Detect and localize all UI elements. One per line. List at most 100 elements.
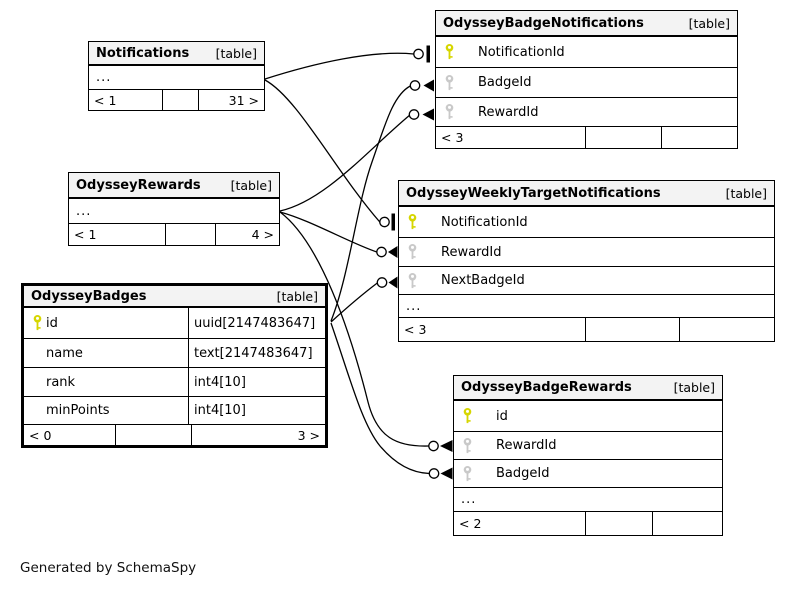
primary-key-icon	[444, 44, 455, 61]
table-type-tag: [table]	[230, 177, 272, 193]
table-title: OdysseyBadges	[31, 288, 147, 304]
parents-count: < 3	[404, 322, 427, 337]
table-title: Notifications	[96, 45, 190, 61]
table-title: OdysseyBadgeNotifications	[443, 15, 644, 31]
parents-count: < 3	[441, 130, 464, 145]
parents-count: < 1	[74, 227, 97, 242]
hidden-columns-ellipsis: ...	[399, 294, 774, 317]
column-type-cell: text[2147483647]	[188, 339, 325, 367]
column-row: id	[454, 401, 722, 431]
relationship-odysseybadges-odysseyweeklytargetnotifications	[330, 276, 398, 323]
table-type-tag: [table]	[725, 185, 767, 201]
column-name: BadgeId	[496, 466, 550, 481]
column-type: uuid[2147483647]	[194, 315, 316, 331]
table-title: OdysseyBadgeRewards	[461, 380, 632, 395]
table-header[interactable]: Notifications [table]	[89, 42, 264, 66]
primary-key-icon	[32, 315, 43, 332]
table-type-tag: [table]	[688, 15, 730, 31]
column-row: NotificationId	[399, 207, 774, 237]
column-name: NotificationId	[478, 44, 565, 60]
column-name: NextBadgeId	[441, 273, 525, 288]
hidden-columns-ellipsis: ...	[96, 70, 112, 85]
column-type: int4[10]	[194, 403, 246, 418]
table-footer: < 3	[399, 317, 774, 341]
footer-middle-cell	[584, 512, 653, 535]
column-row: BadgeId	[436, 67, 737, 97]
table-type-tag: [table]	[276, 288, 318, 304]
hidden-columns-ellipsis: ...	[76, 203, 92, 219]
table-notifications[interactable]: Notifications [table] ... < 1 31 >	[88, 41, 265, 111]
table-odysseyrewards[interactable]: OdysseyRewards [table] ... < 1 4 >	[68, 172, 280, 246]
table-odysseybadgenotifications[interactable]: OdysseyBadgeNotifications [table] Notifi…	[435, 10, 738, 149]
table-type-tag: [table]	[215, 45, 257, 61]
column-type-cell: int4[10]	[188, 397, 325, 424]
foreign-key-icon	[462, 465, 473, 482]
column-row: name text[2147483647]	[24, 338, 325, 367]
foreign-key-icon	[444, 104, 455, 121]
children-count	[652, 512, 722, 535]
foreign-key-icon	[407, 244, 418, 261]
column-row: minPoints int4[10]	[24, 396, 325, 424]
table-title: OdysseyRewards	[76, 177, 201, 193]
relationship-notifications-odysseyweeklytargetnotifications	[264, 79, 395, 231]
column-row: RewardId	[454, 431, 722, 459]
column-row: BadgeId	[454, 459, 722, 487]
footer-middle-cell	[584, 318, 680, 341]
column-row: NextBadgeId	[399, 266, 774, 294]
children-count: 4 >	[214, 224, 279, 245]
parents-count: < 2	[459, 516, 482, 531]
relationship-notifications-odysseybadgenotifications	[264, 45, 430, 80]
column-name: BadgeId	[478, 75, 532, 90]
table-header[interactable]: OdysseyBadgeRewards [table]	[454, 376, 722, 401]
column-name: NotificationId	[441, 214, 528, 230]
footer-middle-cell	[115, 425, 191, 445]
column-name: RewardId	[441, 244, 502, 260]
column-name: id	[46, 315, 58, 331]
table-footer: < 2	[454, 511, 722, 535]
table-type-tag: [table]	[673, 380, 715, 395]
table-footer: < 3	[436, 126, 737, 148]
table-odysseybadges[interactable]: OdysseyBadges [table] id uuid[2147483647…	[21, 283, 328, 448]
column-row: RewardId	[436, 97, 737, 126]
column-type-cell: int4[10]	[188, 368, 325, 396]
table-footer: < 1 4 >	[69, 223, 279, 245]
table-title: OdysseyWeeklyTargetNotifications	[406, 185, 661, 201]
column-name: id	[496, 408, 508, 424]
parents-count: < 0	[29, 427, 52, 443]
column-name: RewardId	[478, 104, 539, 120]
column-name: minPoints	[46, 403, 110, 418]
children-count	[679, 318, 774, 341]
relationship-odysseybadges-odysseybadgerewards	[330, 322, 453, 480]
primary-key-icon	[407, 214, 418, 231]
column-type: int4[10]	[194, 374, 246, 390]
column-row: rank int4[10]	[24, 367, 325, 396]
column-row: RewardId	[399, 237, 774, 266]
column-row: NotificationId	[436, 37, 737, 67]
children-count: 31 >	[197, 90, 264, 110]
column-type-cell: uuid[2147483647]	[188, 308, 325, 338]
foreign-key-icon	[407, 272, 418, 289]
table-header[interactable]: OdysseyWeeklyTargetNotifications [table]	[399, 181, 774, 207]
parents-count: < 1	[94, 92, 117, 108]
table-odysseyweeklytargetnotifications[interactable]: OdysseyWeeklyTargetNotifications [table]…	[398, 180, 775, 342]
relationship-odysseyrewards-odysseybadgerewards	[279, 211, 453, 452]
table-header[interactable]: OdysseyRewards [table]	[69, 173, 279, 199]
column-type: text[2147483647]	[194, 345, 313, 361]
relationship-odysseyrewards-odysseybadgenotifications	[279, 108, 434, 212]
column-row: id uuid[2147483647]	[24, 308, 325, 338]
table-footer: < 0 3 >	[24, 424, 325, 445]
primary-key-icon	[462, 408, 473, 425]
table-header[interactable]: OdysseyBadges [table]	[24, 286, 325, 308]
generator-note: Generated by SchemaSpy	[20, 560, 197, 576]
column-name: RewardId	[496, 438, 557, 453]
table-footer: < 1 31 >	[89, 89, 264, 110]
foreign-key-icon	[444, 74, 455, 91]
table-odysseybadgerewards[interactable]: OdysseyBadgeRewards [table] id RewardId …	[453, 375, 723, 536]
footer-middle-cell	[584, 127, 662, 148]
relationship-odysseyrewards-odysseyweeklytargetnotifications	[279, 211, 398, 258]
table-header[interactable]: OdysseyBadgeNotifications [table]	[436, 11, 737, 37]
column-name: rank	[46, 374, 76, 390]
footer-middle-cell	[162, 90, 198, 110]
